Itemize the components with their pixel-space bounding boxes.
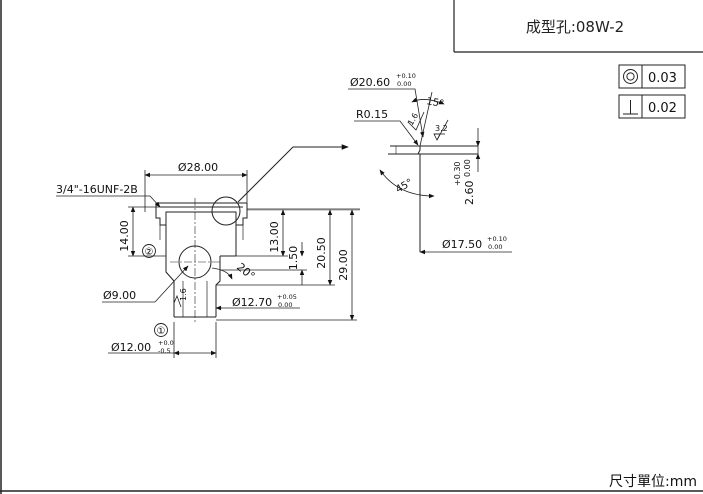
marker-1-circle <box>155 324 168 337</box>
d28-label: Ø28.00 <box>178 161 218 174</box>
d1750-label: Ø17.50 <box>442 238 482 251</box>
d1750-tol-lower: 0.00 <box>488 243 502 251</box>
depth-tol-upper: +0.30 <box>453 161 462 186</box>
d9-label: Ø9.00 <box>103 289 136 302</box>
surface-32-label: 3.2 <box>435 124 448 133</box>
marker-2-circle <box>143 245 156 258</box>
main-section-view <box>156 197 247 322</box>
d2060-tol-lower: 0.00 <box>397 80 411 88</box>
perpendicularity-value: 0.02 <box>648 101 677 116</box>
marker-2: ② <box>145 247 154 258</box>
h2050-label: 20.50 <box>315 237 328 269</box>
h150-label: 1.50 <box>287 246 300 271</box>
dim-angle-20 <box>212 268 232 280</box>
d1750-tol-upper: +0.10 <box>487 235 507 243</box>
dim-14 <box>128 206 166 257</box>
thread-label: 3/4"-16UNF-2B <box>56 183 138 196</box>
unit-note: 尺寸單位:mm <box>609 474 697 490</box>
concentricity-symbol-icon <box>624 70 638 84</box>
d12-tol-upper: +0.0 <box>158 339 174 347</box>
d12-tol-lower: -0.5 <box>158 347 171 355</box>
title-block: 成型孔:08W-2 <box>454 0 703 52</box>
d1270-tol-upper: +0.05 <box>277 293 297 301</box>
surface-finish-16-detail <box>408 112 424 130</box>
dim-right-stack <box>216 209 360 321</box>
surface-finish-16-main <box>174 296 181 307</box>
dim-angle-45 <box>380 169 435 199</box>
thread-leader <box>56 196 161 208</box>
d9-leader <box>102 265 189 302</box>
depth-label: 2.60 <box>463 181 476 206</box>
tolerance-frame-concentricity: 0.03 <box>619 65 685 88</box>
d12-label: Ø12.00 <box>111 341 151 354</box>
perpendicularity-symbol-icon <box>623 100 638 114</box>
d2060-label: Ø20.60 <box>350 76 390 89</box>
dim-angle-15 <box>411 92 445 146</box>
depth-tol-lower: 0.00 <box>463 159 472 177</box>
d1270-tol-lower: 0.00 <box>278 301 292 309</box>
surface-finish-32 <box>434 120 448 140</box>
h14-label: 14.00 <box>118 220 131 252</box>
h29-label: 29.00 <box>337 249 350 281</box>
dim-d12 <box>108 322 217 358</box>
detail-callout-leader <box>238 144 349 202</box>
d1270-label: Ø12.70 <box>232 296 272 309</box>
dim-d28 <box>144 170 248 212</box>
marker-1: ① <box>157 326 166 337</box>
h13-label: 13.00 <box>268 221 281 253</box>
surface-16-main-label: 1.6 <box>179 288 188 301</box>
d2060-tol-upper: +0.10 <box>396 72 416 80</box>
concentricity-value: 0.03 <box>648 71 677 86</box>
radius-leader <box>354 121 419 146</box>
part-title: 成型孔:08W-2 <box>526 18 624 36</box>
angle-15-label: 15° <box>425 96 444 110</box>
radius-label: R0.15 <box>356 108 388 121</box>
angle-20-label: 20° <box>234 260 257 282</box>
tolerance-frame-perpendicularity: 0.02 <box>619 95 685 118</box>
